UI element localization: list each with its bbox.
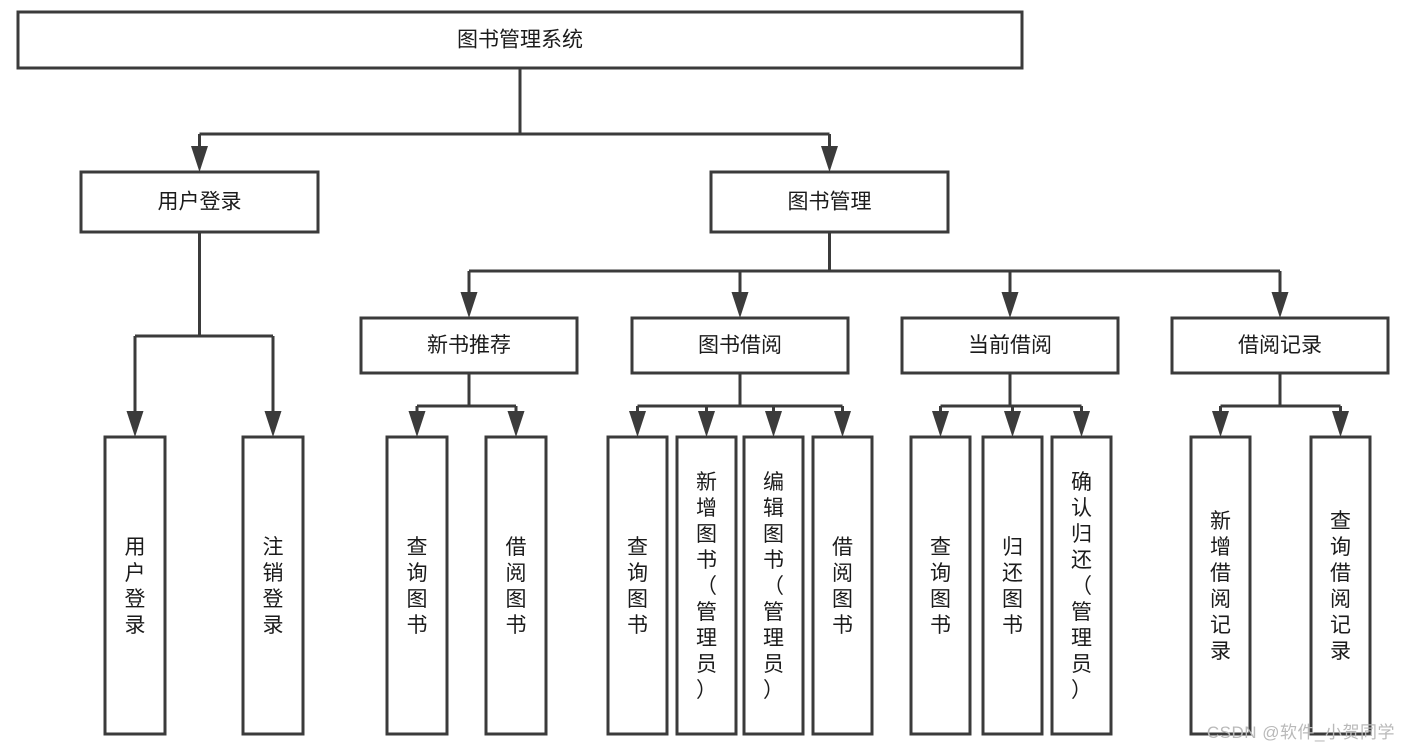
node-leaf-current-confirm-return[interactable]: 确认归还（管理员） — [1050, 435, 1113, 736]
node-leaf-user-login[interactable]: 用户登录 — [103, 435, 167, 736]
edge-group-borrow-record — [1212, 373, 1349, 437]
node-label-book-manage: 图书管理 — [788, 191, 872, 214]
edge-group-root — [191, 68, 838, 172]
node-box-leaf-current-confirm-return[interactable] — [1050, 435, 1113, 736]
node-current-borrow[interactable]: 当前借阅 — [900, 316, 1120, 375]
node-box-leaf-borrow-add-book[interactable] — [675, 435, 738, 736]
node-box-leaf-record-add[interactable] — [1189, 435, 1252, 736]
node-box-leaf-current-query-book[interactable] — [909, 435, 972, 736]
node-box-leaf-recommend-query-book[interactable] — [385, 435, 449, 736]
node-label-book-borrow: 图书借阅 — [698, 334, 782, 357]
edge-group-book-manage — [460, 232, 1289, 318]
node-box-leaf-user-logout[interactable] — [241, 435, 305, 736]
node-label-leaf-current-return-book: 归还图书 — [1002, 536, 1023, 637]
node-box-leaf-user-login[interactable] — [103, 435, 167, 736]
node-label-current-borrow: 当前借阅 — [968, 334, 1052, 357]
node-box-borrow-record[interactable] — [1170, 316, 1390, 375]
node-leaf-current-return-book[interactable]: 归还图书 — [981, 435, 1044, 736]
node-label-leaf-borrow-edit-book: 编辑图书（管理员） — [763, 471, 784, 702]
edge-group-user-login — [126, 232, 282, 437]
node-label-leaf-borrow-query-book: 查询图书 — [627, 536, 648, 637]
node-leaf-record-query[interactable]: 查询借阅记录 — [1309, 435, 1372, 736]
node-user-login[interactable]: 用户登录 — [79, 170, 320, 234]
node-box-user-login[interactable] — [79, 170, 320, 234]
node-box-leaf-borrow-edit-book[interactable] — [742, 435, 805, 736]
node-label-leaf-borrow-borrow-book: 借阅图书 — [832, 536, 853, 637]
node-box-new-book-recommend[interactable] — [359, 316, 579, 375]
node-leaf-borrow-add-book[interactable]: 新增图书（管理员） — [675, 435, 738, 736]
node-leaf-record-add[interactable]: 新增借阅记录 — [1189, 435, 1252, 736]
node-label-leaf-borrow-add-book: 新增图书（管理员） — [696, 471, 717, 702]
edges-layer — [126, 68, 1349, 437]
node-box-leaf-borrow-borrow-book[interactable] — [811, 435, 874, 736]
node-label-user-login: 用户登录 — [158, 191, 242, 214]
node-label-leaf-current-query-book: 查询图书 — [930, 536, 951, 637]
node-box-leaf-current-return-book[interactable] — [981, 435, 1044, 736]
node-leaf-recommend-borrow-book[interactable]: 借阅图书 — [484, 435, 548, 736]
nodes-layer: 图书管理系统用户登录图书管理新书推荐图书借阅当前借阅借阅记录用户登录注销登录查询… — [16, 10, 1390, 736]
node-book-manage[interactable]: 图书管理 — [709, 170, 950, 234]
node-label-leaf-user-logout: 注销登录 — [263, 536, 284, 637]
node-label-leaf-user-login: 用户登录 — [125, 536, 146, 637]
edge-group-new-book-recommend — [408, 373, 525, 437]
node-new-book-recommend[interactable]: 新书推荐 — [359, 316, 579, 375]
edge-group-current-borrow — [932, 373, 1090, 437]
node-label-leaf-record-query: 查询借阅记录 — [1330, 510, 1351, 663]
node-box-leaf-borrow-query-book[interactable] — [606, 435, 669, 736]
node-label-leaf-recommend-borrow-book: 借阅图书 — [506, 536, 527, 637]
csdn-watermark: CSDN @软件_小贺同学 — [1206, 723, 1395, 742]
node-root[interactable]: 图书管理系统 — [16, 10, 1024, 70]
node-book-borrow[interactable]: 图书借阅 — [630, 316, 850, 375]
node-leaf-current-query-book[interactable]: 查询图书 — [909, 435, 972, 736]
node-leaf-recommend-query-book[interactable]: 查询图书 — [385, 435, 449, 736]
node-label-leaf-recommend-query-book: 查询图书 — [407, 536, 428, 637]
node-box-leaf-record-query[interactable] — [1309, 435, 1372, 736]
node-label-new-book-recommend: 新书推荐 — [427, 334, 511, 357]
node-leaf-borrow-query-book[interactable]: 查询图书 — [606, 435, 669, 736]
node-leaf-user-logout[interactable]: 注销登录 — [241, 435, 305, 736]
node-label-leaf-current-confirm-return: 确认归还（管理员） — [1071, 471, 1092, 702]
node-box-root[interactable] — [16, 10, 1024, 70]
edge-group-book-borrow — [629, 373, 851, 437]
node-label-leaf-record-add: 新增借阅记录 — [1210, 510, 1231, 663]
node-box-book-manage[interactable] — [709, 170, 950, 234]
node-leaf-borrow-borrow-book[interactable]: 借阅图书 — [811, 435, 874, 736]
node-label-borrow-record: 借阅记录 — [1238, 334, 1322, 357]
node-box-leaf-recommend-borrow-book[interactable] — [484, 435, 548, 736]
node-leaf-borrow-edit-book[interactable]: 编辑图书（管理员） — [742, 435, 805, 736]
node-box-current-borrow[interactable] — [900, 316, 1120, 375]
node-box-book-borrow[interactable] — [630, 316, 850, 375]
node-borrow-record[interactable]: 借阅记录 — [1170, 316, 1390, 375]
node-label-root: 图书管理系统 — [457, 29, 583, 52]
